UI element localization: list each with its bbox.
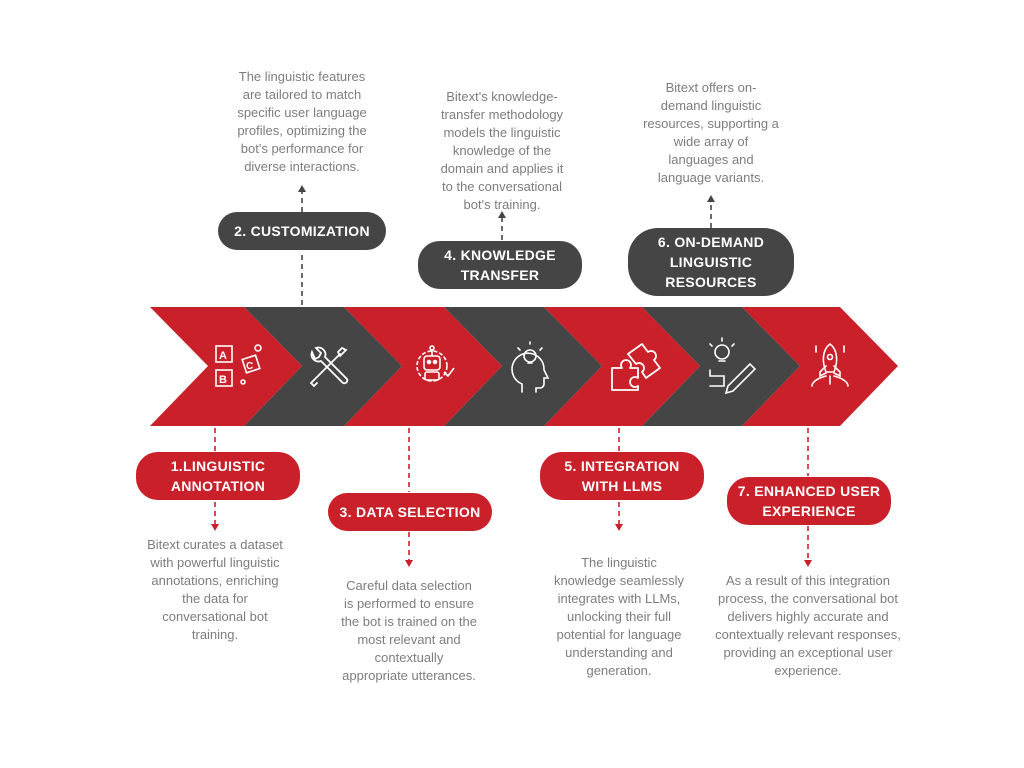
step-5-label: 5. INTEGRATION WITH LLMS [540, 452, 704, 500]
svg-text:C: C [246, 361, 253, 372]
step-6-label: 6. ON-DEMAND LINGUISTIC RESOURCES [628, 228, 794, 296]
step-3-label: 3. DATA SELECTION [328, 493, 492, 531]
svg-text:B: B [219, 374, 227, 386]
step-3-description: Careful data selection is performed to e… [341, 578, 477, 683]
step-4-description: Bitext's knowledge- transfer methodology… [440, 89, 564, 212]
chevron-segment-1 [150, 307, 302, 426]
arrow-up-2 [298, 185, 306, 192]
chevron-segment-4 [444, 307, 602, 426]
chevron-segment-3 [344, 307, 502, 426]
arrow-down-1 [211, 524, 219, 531]
step-1-description: Bitext curates a dataset with powerful l… [147, 537, 283, 642]
arrow-down-7 [804, 560, 812, 567]
step-2-label: 2. CUSTOMIZATION [218, 212, 386, 250]
puzzle-pieces-icon [611, 343, 661, 391]
chevron-segment-6 [642, 307, 800, 426]
step-6-description: Bitext offers on- demand linguistic reso… [643, 80, 779, 185]
arrow-up-4 [498, 211, 506, 218]
lightbulb-pencil-icon [709, 337, 757, 395]
abc-blocks-icon: A B C [215, 344, 262, 387]
arrow-down-5 [615, 524, 623, 531]
step-2-description: The linguistic features are tailored to … [237, 69, 367, 174]
head-lightbulb-icon [511, 341, 550, 393]
svg-text:A: A [219, 350, 227, 362]
chevron-segment-7 [742, 307, 898, 426]
step-4-label: 4. KNOWLEDGE TRANSFER [418, 241, 582, 289]
step-1-label: 1.LINGUISTIC ANNOTATION [136, 452, 300, 500]
robot-gear-icon [416, 345, 455, 382]
wrench-screwdriver-icon [309, 346, 349, 388]
step-5-description: The linguistic knowledge seamlessly inte… [553, 555, 685, 678]
arrow-up-6 [707, 195, 715, 202]
step-7-description: As a result of this integration process,… [715, 573, 901, 678]
step-7-label: 7. ENHANCED USER EXPERIENCE [727, 477, 891, 525]
rocket-icon [811, 342, 849, 387]
arrow-down-3 [405, 560, 413, 567]
chevron-segment-2 [244, 307, 402, 426]
